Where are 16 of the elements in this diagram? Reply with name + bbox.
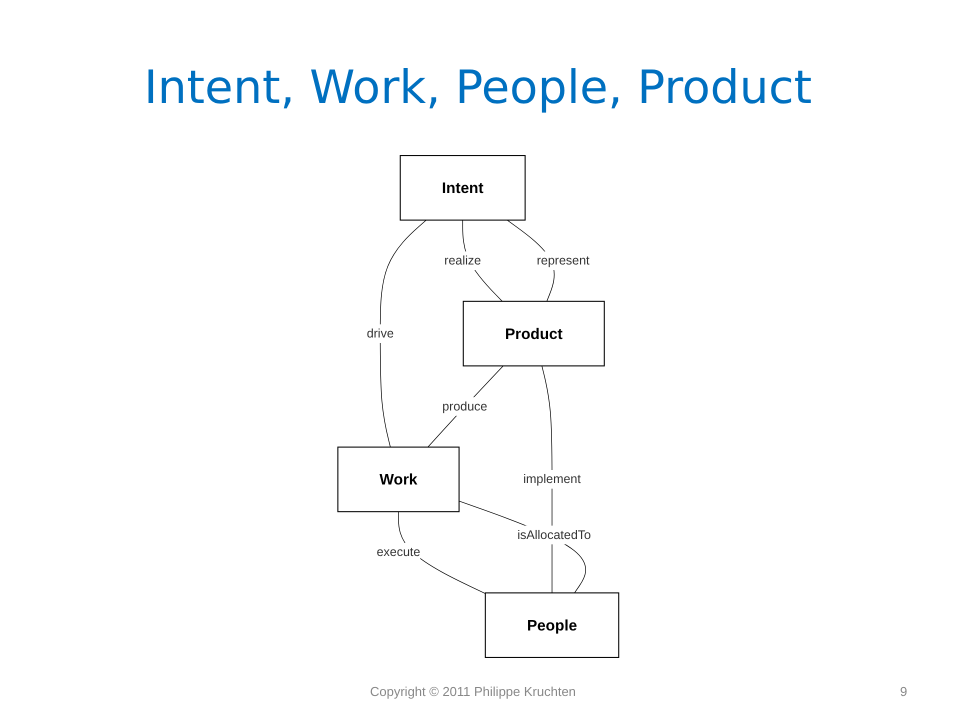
page-number: 9 xyxy=(900,684,908,699)
edge-label: execute xyxy=(376,544,420,559)
edge-label: drive xyxy=(366,326,394,340)
copyright-note: Copyright © 2011 Philippe Kruchten xyxy=(370,684,576,699)
edge-label: isAllocatedTo xyxy=(517,528,591,542)
connector xyxy=(380,220,426,448)
node-box: Intent xyxy=(399,155,526,221)
edge-label: represent xyxy=(536,253,590,268)
edge-label: implement xyxy=(522,472,581,486)
slide-title: Intent, Work, People, Product xyxy=(143,60,813,114)
node-box: People xyxy=(484,592,619,658)
node-box: Work xyxy=(337,446,460,512)
edge-label: produce xyxy=(442,399,488,414)
connector xyxy=(427,366,504,448)
node-box: Product xyxy=(462,300,605,366)
edge-label: realize xyxy=(444,253,481,268)
